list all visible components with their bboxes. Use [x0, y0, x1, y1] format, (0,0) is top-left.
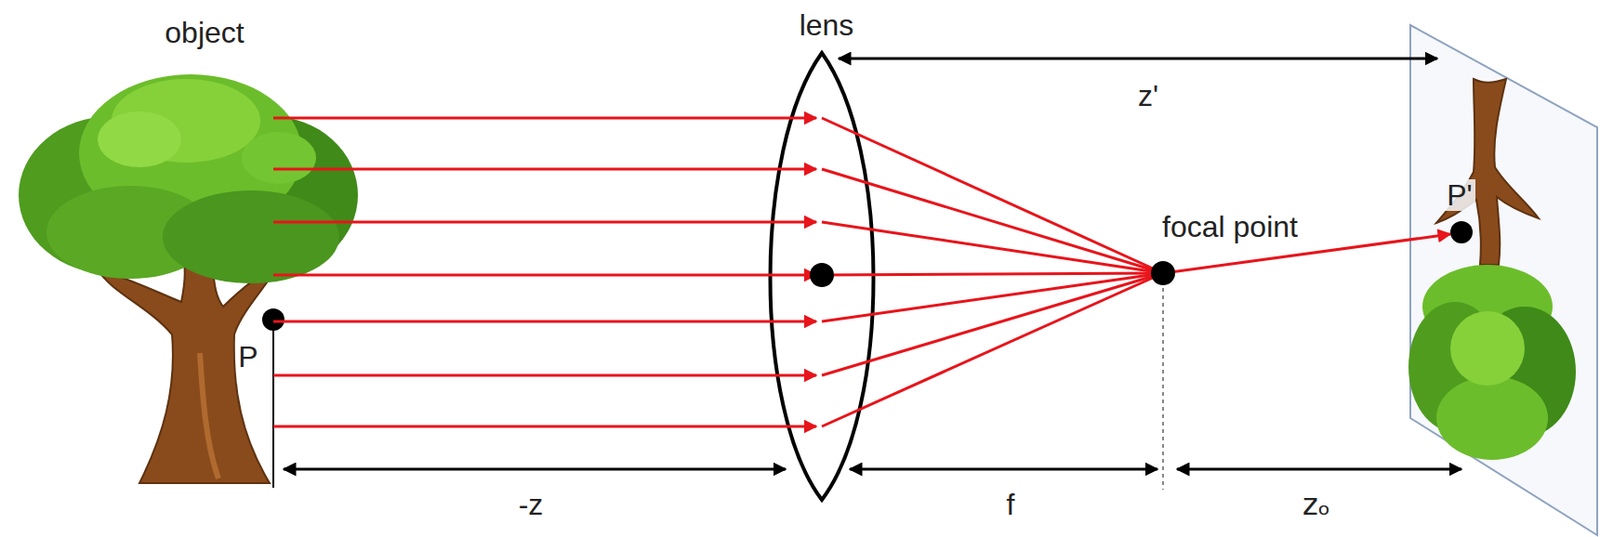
object-height-line	[272, 319, 275, 489]
refracted-ray	[821, 169, 1164, 274]
incoming-ray	[273, 274, 817, 278]
tree-object	[18, 74, 358, 484]
focal-dashed-line	[1162, 288, 1164, 490]
point-p-prime	[1450, 221, 1473, 244]
dimension-arrow	[283, 468, 786, 472]
distance-label: zₒ	[1299, 489, 1334, 521]
distance-label: -z	[515, 489, 547, 521]
refracted-ray	[821, 273, 1164, 276]
refracted-ray	[821, 118, 1164, 274]
distance-label: z'	[1135, 79, 1162, 112]
distance-label: f	[1004, 489, 1019, 521]
point-p	[262, 308, 285, 331]
incoming-ray	[273, 221, 817, 225]
object-label: object	[161, 16, 247, 49]
refracted-ray	[821, 222, 1164, 274]
incoming-ray	[273, 425, 817, 429]
refracted-ray	[821, 273, 1164, 427]
dimension-arrow	[849, 468, 1158, 472]
incoming-ray	[273, 168, 817, 172]
lens-label: lens	[796, 9, 858, 41]
point-label: P'	[1443, 179, 1475, 212]
inverted-tree-image	[1408, 79, 1576, 461]
film-plane	[1410, 25, 1598, 536]
dimension-arrow	[1176, 468, 1462, 472]
refracted-ray	[821, 273, 1164, 376]
lens-center	[809, 263, 834, 288]
dimension-arrow	[838, 57, 1438, 61]
focal-point-label: focal point	[1159, 211, 1301, 243]
incoming-ray	[273, 117, 817, 120]
point-label: P	[235, 341, 261, 373]
focal-point-dot	[1150, 261, 1176, 286]
incoming-ray	[273, 374, 817, 378]
light-rays	[273, 118, 1451, 427]
incoming-ray	[273, 320, 817, 324]
